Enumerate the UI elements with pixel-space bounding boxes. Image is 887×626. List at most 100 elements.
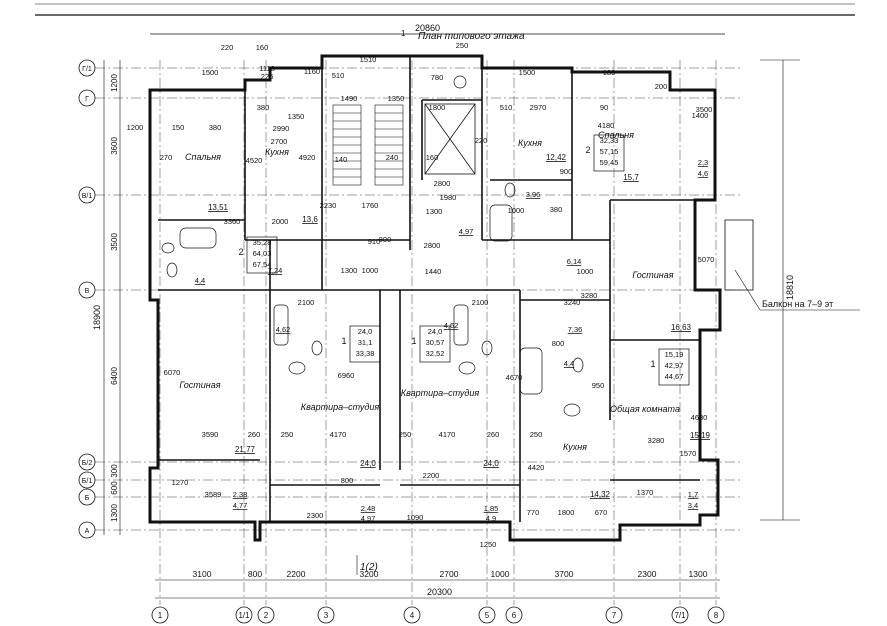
inner-dimension: 2100 bbox=[298, 298, 315, 307]
room-name: Спальня bbox=[185, 152, 221, 162]
inner-dimension: 380 bbox=[550, 205, 563, 214]
axis-label-left: Б bbox=[85, 495, 90, 502]
inner-dimension: 160 bbox=[256, 43, 269, 52]
small-room-area: 7,24 bbox=[268, 266, 283, 275]
small-room-area: 2,3 bbox=[698, 158, 708, 167]
inner-dimension: 4670 bbox=[506, 373, 523, 382]
inner-dimension: 250 bbox=[281, 430, 294, 439]
axis-label-left: Г/1 bbox=[82, 66, 92, 73]
room-area: 21,77 bbox=[235, 445, 256, 454]
bottom-dimension: 3200 bbox=[360, 569, 379, 579]
axis-bubble-bottom bbox=[505, 606, 523, 624]
inner-dimension: 2100 bbox=[472, 298, 489, 307]
apartment-rooms: 1 bbox=[341, 336, 346, 346]
small-room-area: 3,4 bbox=[688, 501, 698, 510]
small-room-area: 4,77 bbox=[233, 501, 248, 510]
apartment-rooms: 1 bbox=[411, 336, 416, 346]
axis-bubble-bottom bbox=[403, 606, 421, 624]
axis-label-bottom: 1 bbox=[158, 611, 163, 620]
bottom-dimension: 2200 bbox=[287, 569, 306, 579]
axis-label-left: А bbox=[85, 528, 90, 535]
room-area: 24,0 bbox=[483, 459, 499, 468]
axis-label-left: В bbox=[85, 288, 90, 295]
bottom-dimension: 2700 bbox=[440, 569, 459, 579]
inner-dimension: 1200 bbox=[127, 123, 144, 132]
inner-dimension: 2200 bbox=[423, 471, 440, 480]
small-room-area: 2,38 bbox=[233, 490, 248, 499]
inner-dimension: 800 bbox=[379, 235, 392, 244]
axis-bubble-bottom bbox=[671, 606, 689, 624]
inner-dimension: 4920 bbox=[299, 153, 316, 162]
inner-dimension: 1350 bbox=[388, 94, 405, 103]
inner-dimension: 1440 bbox=[425, 267, 442, 276]
plumbing-fixtures bbox=[161, 75, 584, 417]
inner-dimension: 380 bbox=[209, 123, 222, 132]
overall-top-dim: 20860 bbox=[415, 23, 440, 33]
apartment-box bbox=[419, 325, 451, 363]
apartment-box bbox=[658, 348, 690, 386]
left-dimension: 6400 bbox=[110, 367, 119, 385]
inner-dimension: 1300 bbox=[341, 266, 358, 275]
inner-dimension: 1980 bbox=[440, 193, 457, 202]
inner-dimension: 6960 bbox=[338, 371, 355, 380]
overall-bottom-dim: 20300 bbox=[427, 587, 452, 597]
inner-dimension: 250 bbox=[530, 430, 543, 439]
axis-bubble-bottom bbox=[257, 606, 275, 624]
small-room-area: 6,14 bbox=[567, 257, 582, 266]
left-dimension: 1300 bbox=[110, 504, 119, 522]
apartment-rooms: 2 bbox=[585, 145, 590, 155]
left-dimension: 300 bbox=[110, 464, 119, 478]
inner-dimension: 200 bbox=[655, 82, 668, 91]
inner-dimension: 1400 bbox=[692, 111, 709, 120]
bottom-dimension: 2300 bbox=[638, 569, 657, 579]
inner-dimension: 670 bbox=[595, 508, 608, 517]
inner-dimension: 1250 bbox=[480, 540, 497, 549]
room-area: 15,7 bbox=[623, 173, 639, 182]
axis-bubble-left bbox=[78, 471, 96, 489]
inner-dimension: 3589 bbox=[205, 490, 222, 499]
inner-dimension: 226 bbox=[261, 72, 274, 81]
inner-dimension: 270 bbox=[160, 153, 173, 162]
inner-dimension: 1000 bbox=[508, 206, 525, 215]
apartment-area: 64,03 bbox=[253, 249, 272, 258]
room-area: 13,6 bbox=[302, 215, 318, 224]
inner-dimension: 160 bbox=[426, 153, 439, 162]
small-room-area: 4,97 bbox=[361, 514, 376, 523]
apartment-area: 32,52 bbox=[426, 349, 445, 358]
section-marker: 1 bbox=[401, 29, 406, 38]
small-room-area: 4,4 bbox=[195, 276, 205, 285]
inner-dimension: 1300 bbox=[426, 207, 443, 216]
small-room-area: 4,4 bbox=[564, 359, 574, 368]
axis-bubble-left bbox=[78, 59, 96, 77]
inner-dimension: 250 bbox=[456, 41, 469, 50]
inner-dimension: 4520 bbox=[246, 156, 263, 165]
inner-dimension: 1090 bbox=[407, 513, 424, 522]
bottom-dimension: 1300 bbox=[689, 569, 708, 579]
apartment-area: 31,1 bbox=[358, 338, 373, 347]
left-dimension: 3500 bbox=[110, 233, 119, 251]
left-dimension: 3600 bbox=[110, 137, 119, 155]
apartment-rooms: 2 bbox=[238, 247, 243, 257]
elevator-shaft bbox=[424, 103, 476, 175]
bottom-dimension: 3100 bbox=[193, 569, 212, 579]
inner-dimension: 3590 bbox=[202, 430, 219, 439]
inner-dimension: 240 bbox=[386, 153, 399, 162]
axis-label-bottom: 8 bbox=[714, 611, 719, 620]
axis-bubble-bottom bbox=[235, 606, 253, 624]
room-name: Гостиная bbox=[179, 380, 220, 390]
room-name: Кухня bbox=[518, 138, 542, 148]
inner-dimension: 3360 bbox=[224, 217, 241, 226]
inner-dimension: 4420 bbox=[528, 463, 545, 472]
inner-dimension: 800 bbox=[552, 339, 565, 348]
apartment-box bbox=[593, 134, 625, 172]
apartment-area: 44,67 bbox=[665, 372, 684, 381]
room-area: 12,42 bbox=[546, 153, 567, 162]
apartment-area: 42,97 bbox=[665, 361, 684, 370]
axis-bubble-left bbox=[78, 186, 96, 204]
inner-dimension: 2990 bbox=[273, 124, 290, 133]
inner-dimension: 2700 bbox=[271, 137, 288, 146]
overall-left-dim: 18900 bbox=[92, 305, 102, 330]
bottom-dimension: 800 bbox=[248, 569, 262, 579]
inner-dimension: 4170 bbox=[439, 430, 456, 439]
